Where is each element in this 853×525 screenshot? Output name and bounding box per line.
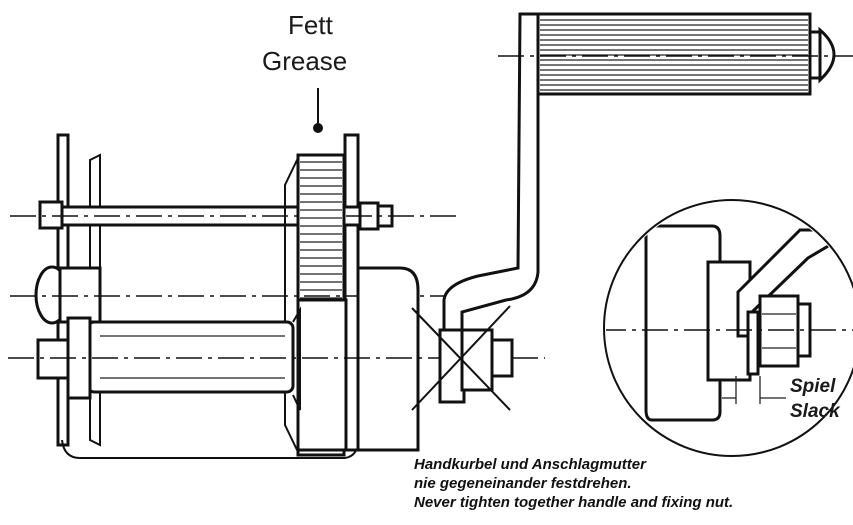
middle-shaft bbox=[10, 265, 520, 325]
slack-label-de: Spiel bbox=[790, 376, 836, 397]
cross-mark-line-2 bbox=[411, 305, 511, 411]
top-bolt bbox=[10, 200, 462, 231]
crank-handle bbox=[442, 12, 853, 332]
warning-line-2: nie gegeneinander festdrehen. bbox=[414, 475, 632, 492]
grease-label-de: Fett bbox=[288, 10, 333, 40]
slack-detail-view bbox=[603, 199, 853, 457]
warning-note: Handkurbel und Anschlagmutter nie gegene… bbox=[414, 455, 733, 512]
crank-hub-nut bbox=[411, 305, 514, 411]
grease-pointer bbox=[313, 88, 323, 133]
gear-housing bbox=[296, 266, 420, 452]
warning-line-1: Handkurbel und Anschlagmutter bbox=[414, 456, 646, 473]
grease-label-en: Grease bbox=[262, 46, 348, 76]
rope-drum bbox=[8, 306, 545, 411]
slack-label-en: Slack bbox=[790, 401, 840, 422]
warning-line-3: Never tighten together handle and fixing… bbox=[414, 494, 734, 511]
